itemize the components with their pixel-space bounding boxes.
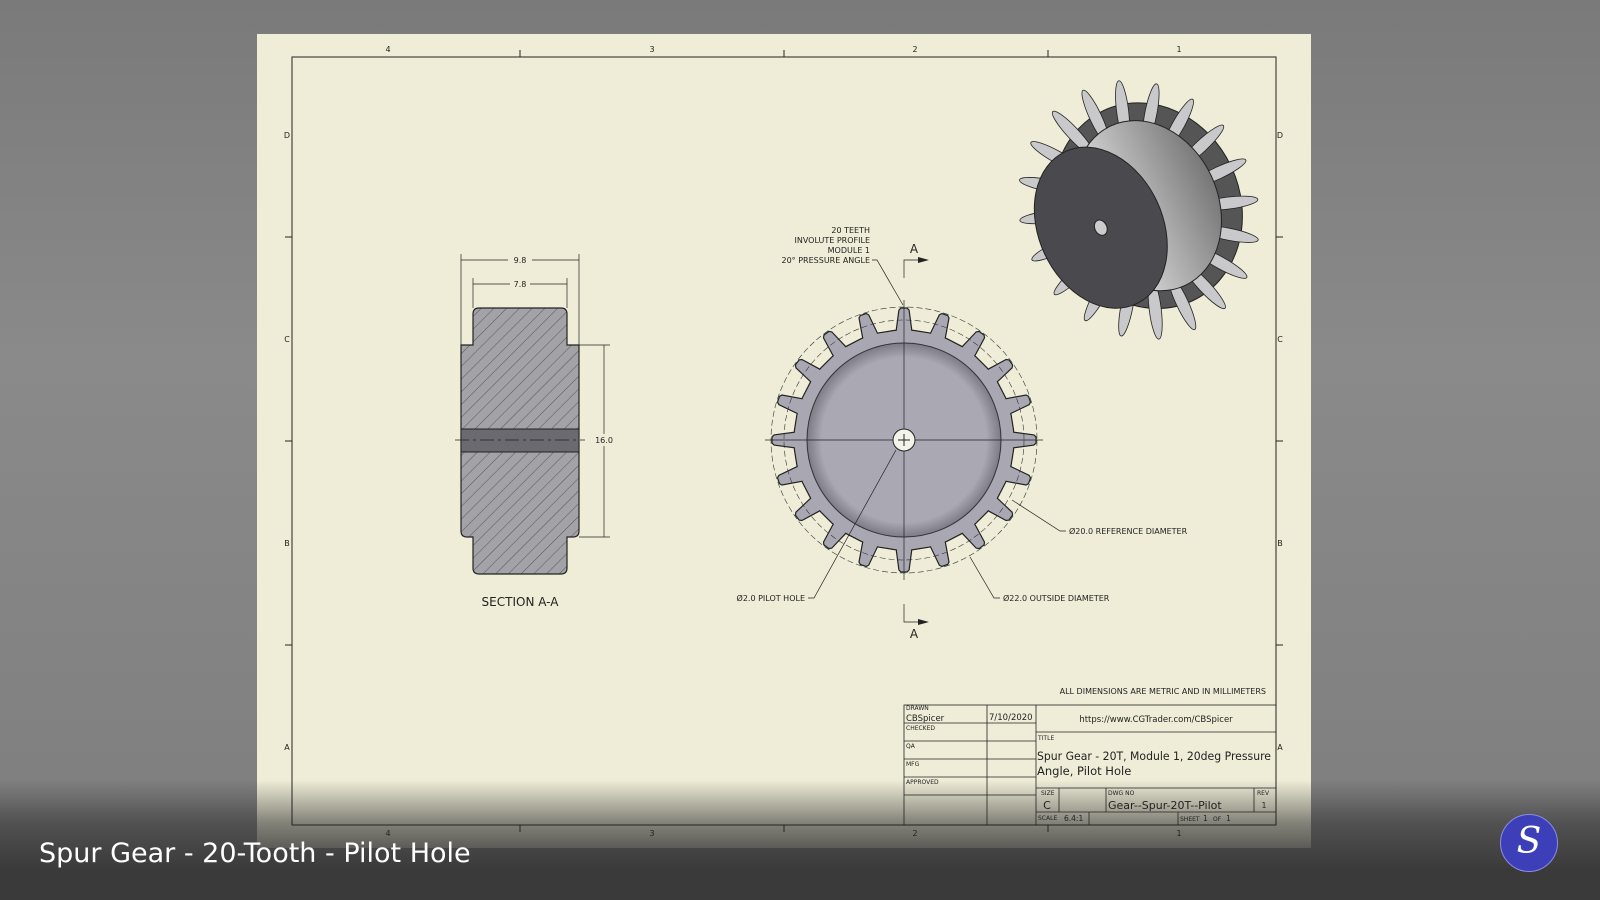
gear-note-line2: INVOLUTE PROFILE (794, 236, 870, 245)
size-label: SIZE (1041, 790, 1055, 797)
drawn-date: 7/10/2020 (989, 713, 1033, 723)
front-view: 20 TEETH INVOLUTE PROFILE MODULE 1 20° P… (737, 226, 1188, 641)
zone-row-label: A (1277, 743, 1283, 752)
dim-height: 16.0 (595, 436, 613, 445)
zone-row-label: C (284, 335, 290, 344)
zone-column-label: 2 (912, 45, 917, 54)
drawing-title-line1: Spur Gear - 20T, Module 1, 20deg Pressur… (1037, 749, 1271, 763)
rev-value: 1 (1262, 801, 1267, 810)
dim-outer-width: 9.8 (514, 256, 527, 265)
zone-row-label: A (284, 743, 290, 752)
url-text: https://www.CGTrader.com/CBSpicer (1079, 715, 1233, 725)
sheet-value: 1 (1203, 814, 1208, 823)
outside-diameter-callout: Ø22.0 OUTSIDE DIAMETER (1003, 593, 1110, 603)
zone-row-label: C (1277, 335, 1283, 344)
scale-label: SCALE (1038, 815, 1057, 822)
dwg-no-label: DWG NO (1108, 790, 1135, 797)
sheet-total: 1 (1226, 814, 1231, 823)
scale-value: 6.4:1 (1064, 814, 1083, 823)
zone-column-label: 3 (649, 45, 654, 54)
dwg-no: Gear--Spur-20T--Pilot (1108, 799, 1222, 812)
rev-label: REV (1257, 790, 1270, 797)
reference-diameter-callout: Ø20.0 REFERENCE DIAMETER (1069, 526, 1188, 536)
mfg-label: MFG (906, 761, 920, 768)
checked-label: CHECKED (906, 725, 935, 732)
drawn-by: CBSpicer (906, 714, 945, 724)
caption-title: Spur Gear - 20-Tooth - Pilot Hole (39, 838, 471, 869)
cgtrader-logo-icon[interactable]: S (1500, 814, 1558, 872)
title-block (903, 704, 1277, 826)
zone-column-label: 4 (385, 45, 390, 54)
qa-label: QA (906, 743, 916, 750)
zone-column-label: 2 (912, 829, 917, 838)
size-value: C (1043, 799, 1051, 812)
isometric-gear-view (1019, 80, 1259, 340)
section-marker-top: A (910, 242, 919, 256)
of-label: OF (1213, 816, 1222, 823)
zone-row-label: D (1277, 131, 1283, 140)
drawn-label: DRAWN (906, 705, 929, 712)
zone-row-label: B (284, 539, 290, 548)
section-view: 9.8 7.8 16.0 SECTION A-A (455, 254, 615, 609)
units-note: ALL DIMENSIONS ARE METRIC AND IN MILLIME… (1060, 687, 1266, 696)
gear-note-line4: 20° PRESSURE ANGLE (782, 256, 871, 265)
dim-hub-width: 7.8 (514, 280, 527, 289)
approved-label: APPROVED (906, 779, 939, 786)
title-label: TITLE (1037, 735, 1054, 742)
pilot-hole-callout: Ø2.0 PILOT HOLE (737, 593, 805, 603)
section-label: SECTION A-A (482, 595, 560, 609)
zone-row-label: B (1277, 539, 1283, 548)
zone-column-label: 4 (385, 829, 390, 838)
zone-column-label: 1 (1176, 829, 1181, 838)
zone-column-label: 3 (649, 829, 654, 838)
gear-note-line1: 20 TEETH (831, 226, 870, 235)
zone-column-label: 1 (1176, 45, 1181, 54)
drawing-title-line2: Angle, Pilot Hole (1037, 764, 1131, 778)
gear-note-line3: MODULE 1 (828, 246, 870, 255)
caption-bar (0, 780, 1600, 900)
pilot-hole-section (460, 428, 580, 453)
section-marker-bottom: A (910, 627, 919, 641)
sheet-label: SHEET (1180, 816, 1200, 823)
zone-row-label: D (284, 131, 290, 140)
